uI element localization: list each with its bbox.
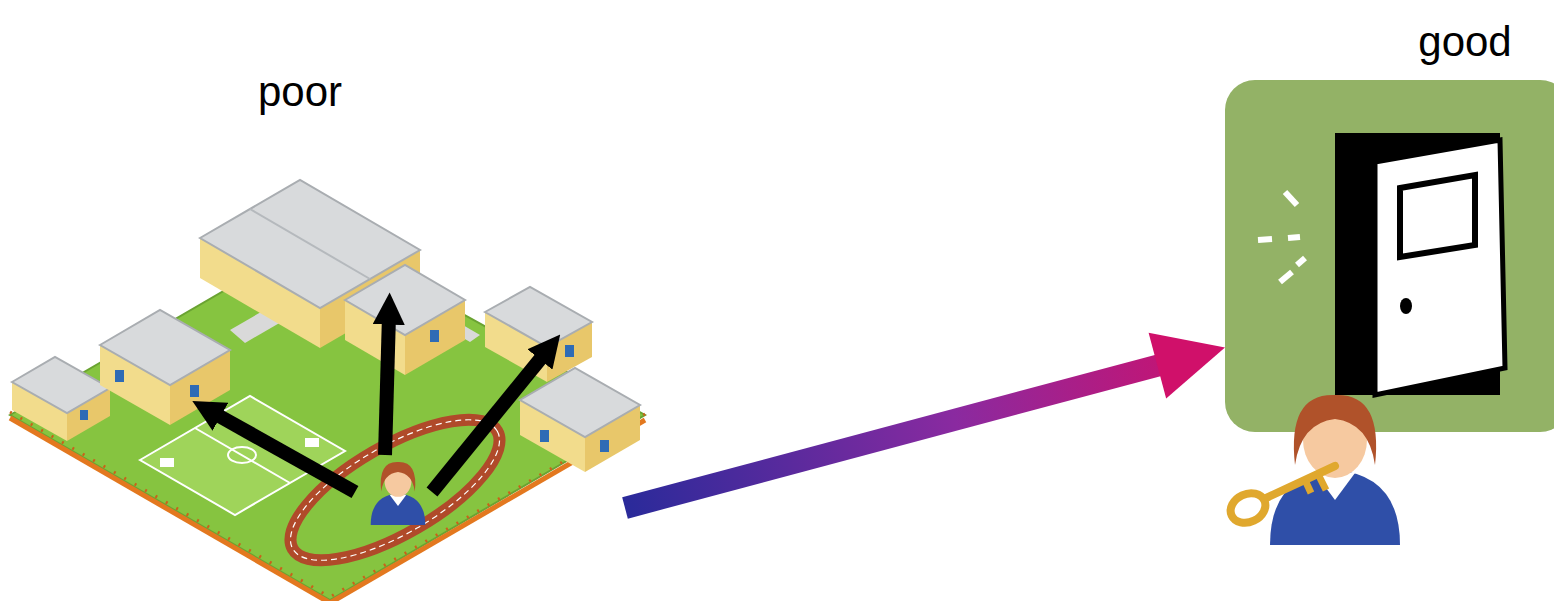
- window: [600, 440, 609, 452]
- heading-text: good: [1395, 18, 1535, 66]
- building-wall: [345, 300, 405, 375]
- building-wall: [12, 382, 67, 441]
- campus-area: poor: [10, 140, 625, 600]
- building-wall: [200, 238, 320, 348]
- window: [385, 280, 395, 294]
- fence-posts: [10, 412, 645, 597]
- door-box: good: [1225, 80, 1554, 432]
- key-tooth: [1305, 480, 1311, 493]
- fence: [330, 420, 645, 601]
- building: [12, 357, 110, 441]
- door-panel: [1375, 140, 1505, 395]
- window: [80, 410, 88, 420]
- building-wall: [405, 300, 465, 375]
- heading-text: poor: [200, 68, 400, 116]
- light-ray: [1285, 192, 1297, 205]
- person-body: [371, 494, 426, 526]
- building-roof: [345, 265, 465, 335]
- arrow-head: [1149, 333, 1225, 399]
- building: [100, 310, 230, 425]
- field-line: [195, 428, 290, 483]
- key-icon: [1226, 466, 1335, 528]
- building-wall: [547, 322, 592, 382]
- building-roof: [100, 310, 230, 385]
- light-ray: [1258, 239, 1272, 240]
- light-ray: [1280, 272, 1292, 282]
- goal: [160, 458, 174, 467]
- person-collar: [1315, 473, 1355, 500]
- building-wall: [100, 345, 170, 425]
- building: [485, 287, 592, 382]
- person-hair: [1294, 395, 1376, 465]
- building-wall: [520, 400, 585, 472]
- running-track: [271, 393, 519, 587]
- building-wall: [67, 388, 110, 441]
- campus-ground: [10, 235, 645, 600]
- light-ray: [1288, 237, 1300, 238]
- building-roof: [12, 357, 110, 413]
- person-body: [1270, 470, 1400, 545]
- person-hair: [381, 462, 416, 491]
- walkway: [60, 380, 118, 411]
- window: [430, 330, 439, 342]
- window: [565, 345, 574, 357]
- building-roof: [520, 368, 640, 437]
- goal: [305, 438, 319, 447]
- window: [190, 385, 199, 397]
- building: [345, 265, 465, 375]
- door-window: [1400, 175, 1475, 257]
- building-roof: [485, 287, 592, 347]
- building-wall: [585, 405, 640, 472]
- key-ring: [1226, 488, 1270, 529]
- direction-arrow: [432, 352, 546, 492]
- light-ray: [1297, 258, 1305, 265]
- window: [115, 370, 124, 382]
- building-roof: [200, 180, 420, 308]
- roof-line: [250, 209, 370, 279]
- field-circle: [228, 447, 256, 463]
- direction-arrow: [385, 315, 389, 455]
- arrow-shaft: [625, 363, 1167, 508]
- person-icon: [1270, 395, 1400, 545]
- walkway: [410, 300, 480, 342]
- person-collar: [390, 495, 407, 506]
- window: [350, 300, 360, 314]
- direction-arrow: [212, 412, 355, 492]
- building-wall: [320, 250, 420, 348]
- key-shaft: [1264, 466, 1335, 499]
- building: [520, 368, 640, 472]
- fence: [10, 418, 330, 601]
- transition-arrow: [625, 333, 1225, 508]
- building-wall: [170, 350, 230, 425]
- walkway: [230, 272, 345, 343]
- window: [540, 430, 549, 442]
- building-wall: [485, 312, 547, 382]
- person-icon: [371, 462, 426, 525]
- building: [200, 180, 420, 348]
- door-frame: [1335, 133, 1500, 395]
- soccer-field: [140, 396, 345, 515]
- person-face: [1303, 402, 1367, 478]
- key-tooth: [1318, 474, 1326, 490]
- person-face: [385, 465, 412, 497]
- door-knob: [1400, 298, 1412, 314]
- track-lane: [271, 393, 519, 587]
